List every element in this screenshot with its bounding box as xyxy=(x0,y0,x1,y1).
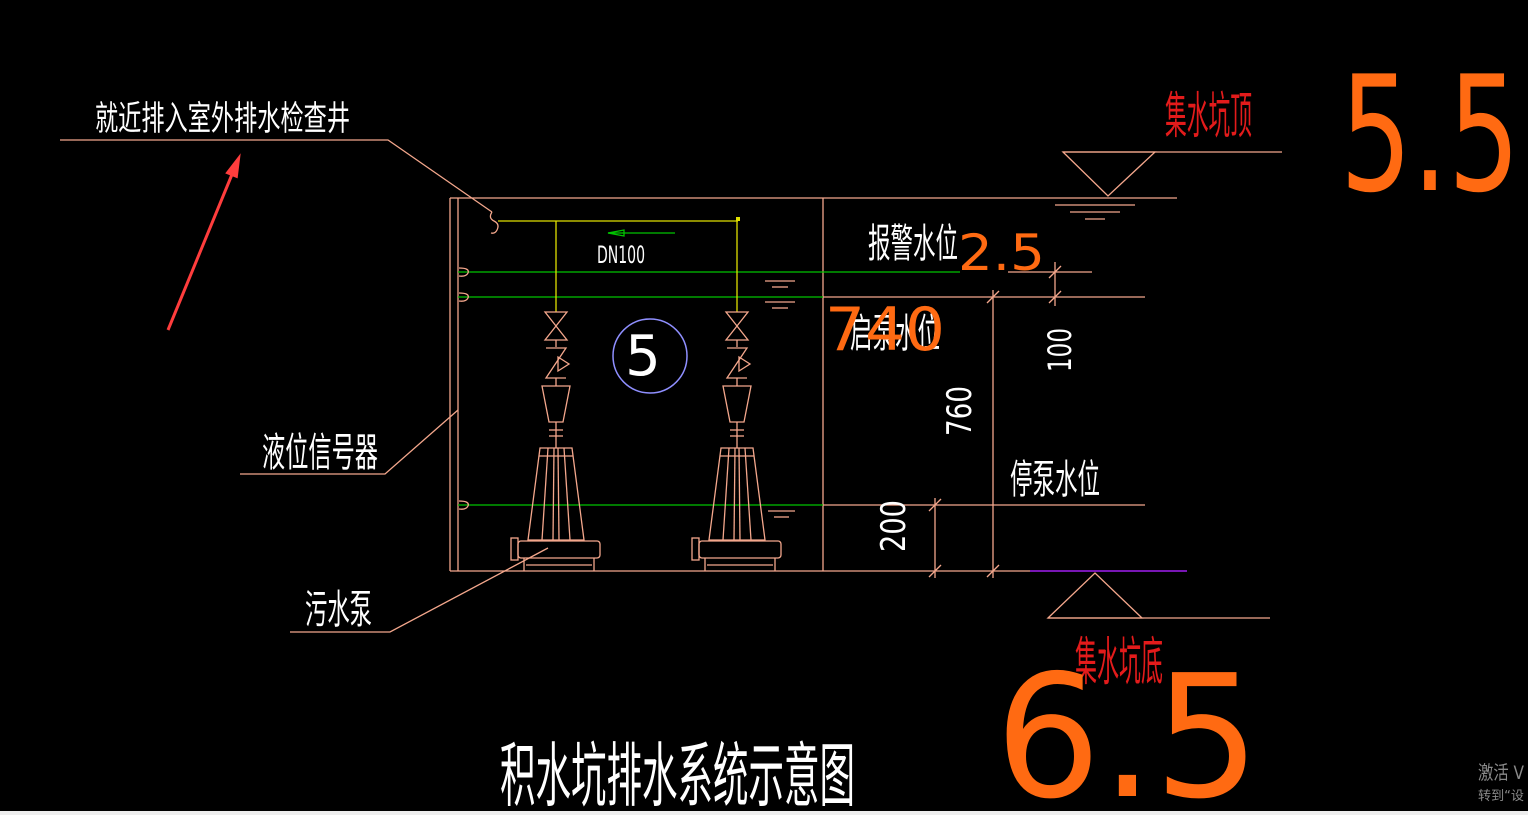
dim-tick xyxy=(986,564,1000,578)
sewage-pump-2 xyxy=(691,311,782,572)
outlet-note-label: 就近排入室外排水检查井 xyxy=(95,99,350,139)
pipe-end-dot xyxy=(736,217,740,221)
pipe-size-label: DN100 xyxy=(597,241,645,269)
pit-top-marker-triangle-icon xyxy=(1061,151,1157,197)
dim-tick xyxy=(928,498,942,512)
level-sensor-hook-icon xyxy=(458,267,469,277)
handwritten-note-start: 740 xyxy=(825,295,945,365)
level-sensor-hook-icon xyxy=(458,292,469,302)
activation-watermark-line1: 激活 V xyxy=(1478,762,1524,784)
dim-tick xyxy=(1048,265,1062,279)
dim-tick xyxy=(1048,290,1062,304)
sewage-pump-leader xyxy=(290,547,549,633)
pit-bottom-marker-triangle-icon xyxy=(1046,572,1144,619)
callout-number: 5 xyxy=(625,324,661,389)
pit-bottom-label: 集水坑底 xyxy=(1075,633,1163,693)
red-arrow-shaft xyxy=(166,171,235,331)
callout-circle xyxy=(612,318,688,394)
sewage-pump-1 xyxy=(510,311,601,572)
outlet-note-leader xyxy=(60,139,493,213)
level-sensor-hook-icon xyxy=(458,500,469,510)
alarm-level-label: 报警水位 xyxy=(868,221,958,267)
dim-tick xyxy=(986,290,1000,304)
red-arrow-head-icon xyxy=(225,153,241,179)
start-pump-level-label: 启泵水位 xyxy=(850,311,940,357)
outlet-hook-icon xyxy=(489,211,499,234)
handwritten-note-pit-bottom: 6.5 xyxy=(995,639,1260,815)
handwritten-note-pit-top: 5.5 xyxy=(1340,41,1520,228)
stop-pump-level-label: 停泵水位 xyxy=(1010,457,1100,503)
flow-arrow-head-icon xyxy=(607,229,625,237)
pit-top-label: 集水坑顶 xyxy=(1165,87,1252,145)
dim-200-text: 200 xyxy=(874,500,914,552)
dim-tick xyxy=(928,564,942,578)
handwritten-note-alarm: 2.5 xyxy=(958,224,1045,282)
dim-100-text: 100 xyxy=(1041,328,1079,372)
window-bottom-edge xyxy=(0,811,1528,815)
sewage-pump-label: 污水泵 xyxy=(305,587,372,633)
dim-760-text: 760 xyxy=(940,386,980,436)
drawing-title: 积水坑排水系统示意图 xyxy=(500,735,855,815)
level-sensor-leader xyxy=(240,409,459,475)
activation-watermark-line2: 转到“设 xyxy=(1478,789,1524,804)
level-sensor-label: 液位信号器 xyxy=(262,430,378,476)
